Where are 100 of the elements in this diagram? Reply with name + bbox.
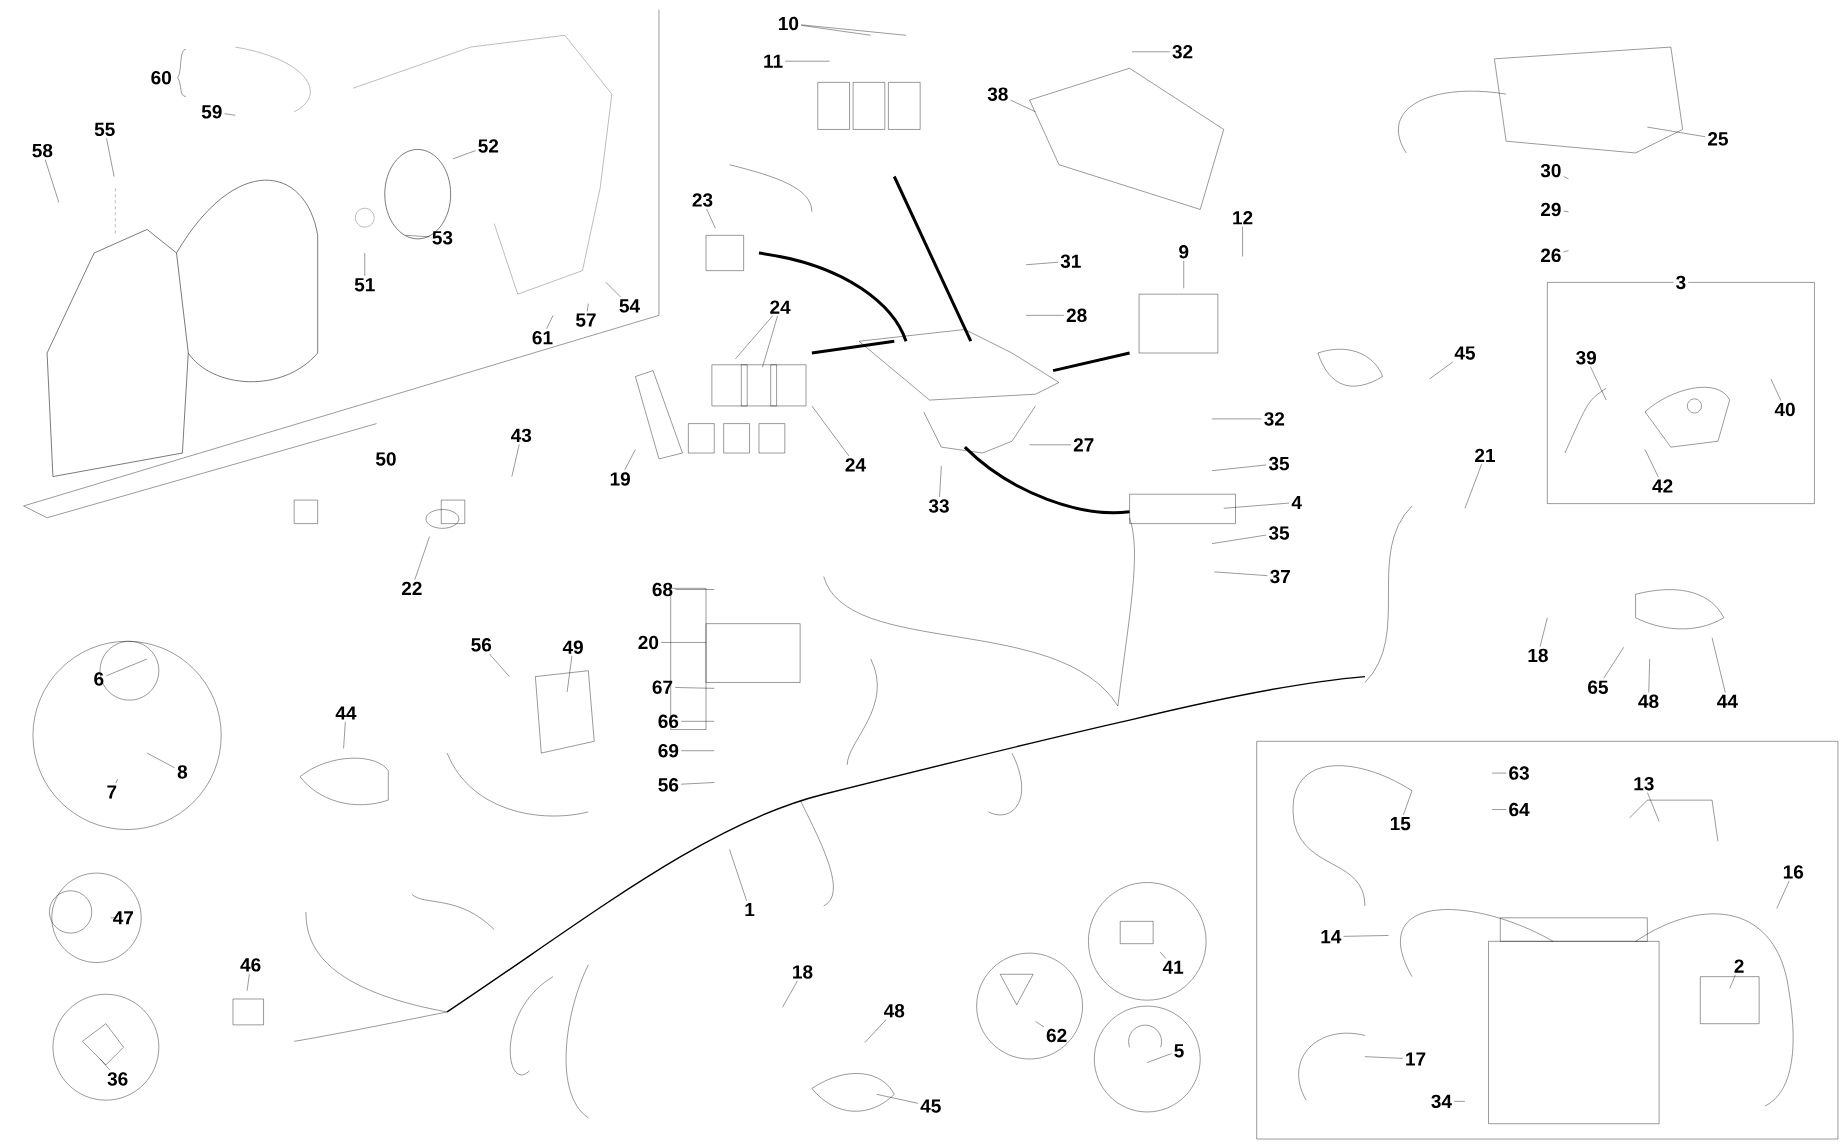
leader-line xyxy=(1647,126,1706,137)
leader-line xyxy=(1590,366,1607,401)
leader-line xyxy=(762,315,778,368)
inset-circle xyxy=(32,640,222,830)
callout-number: 5 xyxy=(1174,1043,1184,1058)
leader-line xyxy=(605,282,621,298)
leader-line xyxy=(680,720,715,722)
leader-line xyxy=(1343,935,1389,937)
callout-number: 60 xyxy=(151,70,171,85)
leader-line xyxy=(546,314,554,329)
callout-number: 47 xyxy=(113,911,134,925)
callout-number: 68 xyxy=(652,582,673,597)
leader-line xyxy=(1454,1100,1466,1102)
leader-line xyxy=(1729,974,1736,989)
leader-line xyxy=(1131,51,1170,52)
leader-line xyxy=(1491,809,1507,810)
leader-line xyxy=(680,750,715,751)
callout-number: 12 xyxy=(1233,210,1253,225)
leader-line xyxy=(876,1093,919,1104)
callout-number: 21 xyxy=(1475,448,1495,462)
callout-number: 4 xyxy=(1291,495,1302,509)
leader-line xyxy=(1035,1020,1045,1027)
leader-line xyxy=(106,658,148,676)
leader-line xyxy=(1364,1056,1403,1059)
callout-number: 1 xyxy=(745,902,755,916)
leader-line xyxy=(1603,646,1624,679)
callout-number: 24 xyxy=(845,457,866,472)
leader-line xyxy=(1644,449,1659,478)
leader-line xyxy=(566,655,573,692)
leader-line xyxy=(811,405,850,456)
leader-line xyxy=(1211,534,1267,544)
callout-number: 37 xyxy=(1270,569,1290,584)
leader-line xyxy=(343,721,346,749)
callout-number: 44 xyxy=(335,706,357,720)
callout-number: 43 xyxy=(511,428,532,442)
callout-number: 19 xyxy=(610,472,630,486)
callout-number: 42 xyxy=(1652,479,1673,493)
leader-line xyxy=(1539,617,1548,647)
callout-number: 28 xyxy=(1066,308,1087,322)
inset-circle xyxy=(1094,1005,1201,1112)
callout-number: 25 xyxy=(1708,131,1728,146)
leader-line xyxy=(800,24,907,36)
callout-number: 50 xyxy=(375,452,396,466)
leader-line xyxy=(1403,790,1413,815)
callout-number: 15 xyxy=(1390,816,1411,831)
callout-number: 66 xyxy=(658,714,679,728)
callout-number: 41 xyxy=(1162,960,1184,974)
callout-number: 58 xyxy=(32,143,53,158)
callout-number: 62 xyxy=(1046,1028,1067,1042)
leader-line xyxy=(587,303,589,312)
callout-number: 24 xyxy=(770,300,791,314)
leader-line xyxy=(675,687,715,689)
leader-line xyxy=(1647,792,1660,822)
callout-number: 48 xyxy=(1638,694,1659,708)
callout-number: 57 xyxy=(576,313,596,327)
leader-line xyxy=(1147,1053,1172,1063)
inset-circle xyxy=(976,952,1083,1059)
callout-number: 35 xyxy=(1268,456,1290,471)
callout-number: 7 xyxy=(107,785,117,799)
inset-circle xyxy=(1088,882,1207,1001)
callout-number: 52 xyxy=(478,139,499,153)
leader-line xyxy=(45,159,60,203)
leader-line xyxy=(115,778,118,784)
callout-number: 17 xyxy=(1406,1052,1426,1066)
callout-number: 34 xyxy=(1431,1094,1452,1108)
callout-number: 22 xyxy=(401,581,422,595)
leader-line xyxy=(800,24,871,36)
callout-number: 8 xyxy=(177,764,188,779)
callout-number: 40 xyxy=(1774,402,1795,416)
callout-number: 39 xyxy=(1576,350,1596,365)
callout-number: 35 xyxy=(1268,526,1290,540)
leader-line xyxy=(1160,951,1166,959)
leader-line xyxy=(1025,261,1059,265)
leader-line xyxy=(1491,772,1507,774)
callout-number: 33 xyxy=(928,499,949,513)
callout-number: 32 xyxy=(1264,411,1285,426)
leader-line xyxy=(106,137,115,177)
leader-line xyxy=(735,315,773,359)
callout-number: 29 xyxy=(1540,202,1561,216)
callout-number: 51 xyxy=(354,277,375,292)
callout-number: 56 xyxy=(658,777,679,792)
callout-number: 65 xyxy=(1588,680,1608,694)
leader-line xyxy=(1563,210,1569,212)
leader-line xyxy=(706,208,716,229)
callout-number: 59 xyxy=(201,104,222,119)
leader-line xyxy=(364,252,365,276)
callout-number: 31 xyxy=(1060,254,1081,268)
callout-number: 53 xyxy=(432,230,453,245)
callout-number: 55 xyxy=(94,122,115,136)
inset-box xyxy=(1256,740,1839,1139)
callout-number: 10 xyxy=(779,16,799,31)
callout-number: 46 xyxy=(240,957,261,972)
callout-number: 38 xyxy=(987,87,1008,101)
callout-number: 13 xyxy=(1634,776,1654,791)
callout-number: 36 xyxy=(107,1072,128,1086)
callout-number: 64 xyxy=(1509,802,1530,817)
leader-line xyxy=(729,849,747,901)
leader-line xyxy=(785,60,830,62)
leader-line xyxy=(1464,463,1482,509)
callout-number: 45 xyxy=(1454,346,1475,360)
